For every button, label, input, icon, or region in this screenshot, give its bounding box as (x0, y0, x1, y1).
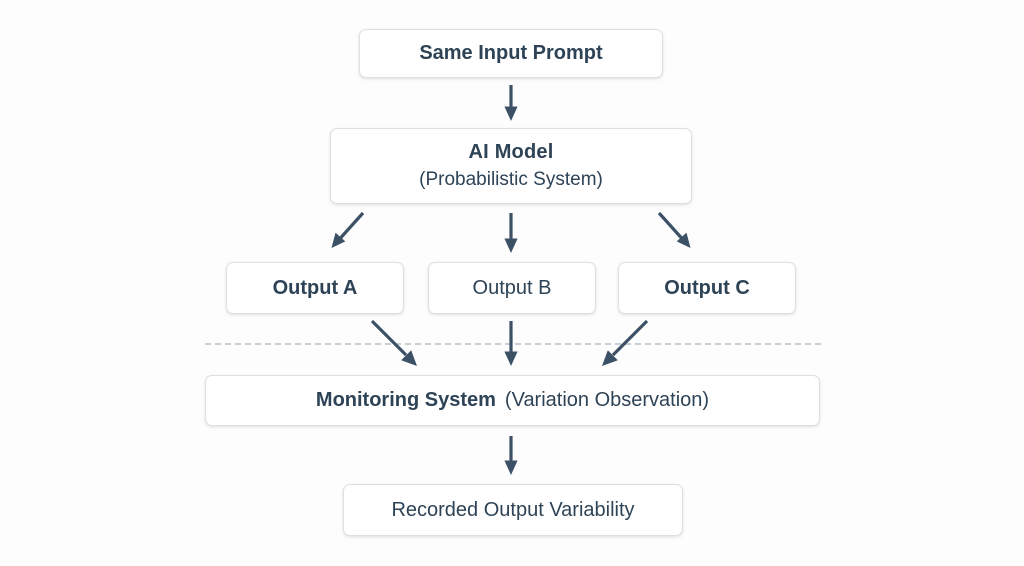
edge-model-to-output-b-arrow-icon (504, 213, 518, 253)
node-label: Output A (272, 276, 358, 299)
observation-boundary-divider (205, 343, 821, 345)
node-subtitle: (Variation Observation) (504, 389, 710, 411)
node-same-input-prompt: Same Input Prompt (359, 29, 663, 78)
node-recorded-output-variability: Recorded Output Variability (343, 484, 683, 536)
node-label: Recorded Output Variability (391, 498, 635, 521)
node-label: Output B (472, 276, 552, 299)
node-output-a: Output A (226, 262, 404, 314)
node-ai-model: AI Model (Probabilistic System) (330, 128, 692, 204)
node-output-b: Output B (428, 262, 596, 314)
node-label: Same Input Prompt (419, 42, 603, 64)
edge-model-to-output-a-arrow-icon (331, 211, 365, 248)
node-output-c: Output C (618, 262, 796, 314)
node-label: Output C (664, 276, 750, 299)
edge-monitor-to-recorded-arrow-icon (504, 436, 518, 475)
edge-model-to-output-c-arrow-icon (657, 211, 691, 248)
edge-prompt-to-model-arrow-icon (504, 85, 518, 121)
node-subtitle: (Probabilistic System) (419, 169, 603, 191)
node-monitoring-system: Monitoring System (Variation Observation… (205, 375, 820, 426)
node-title: AI Model (468, 141, 554, 164)
node-title: Monitoring System (315, 389, 496, 411)
